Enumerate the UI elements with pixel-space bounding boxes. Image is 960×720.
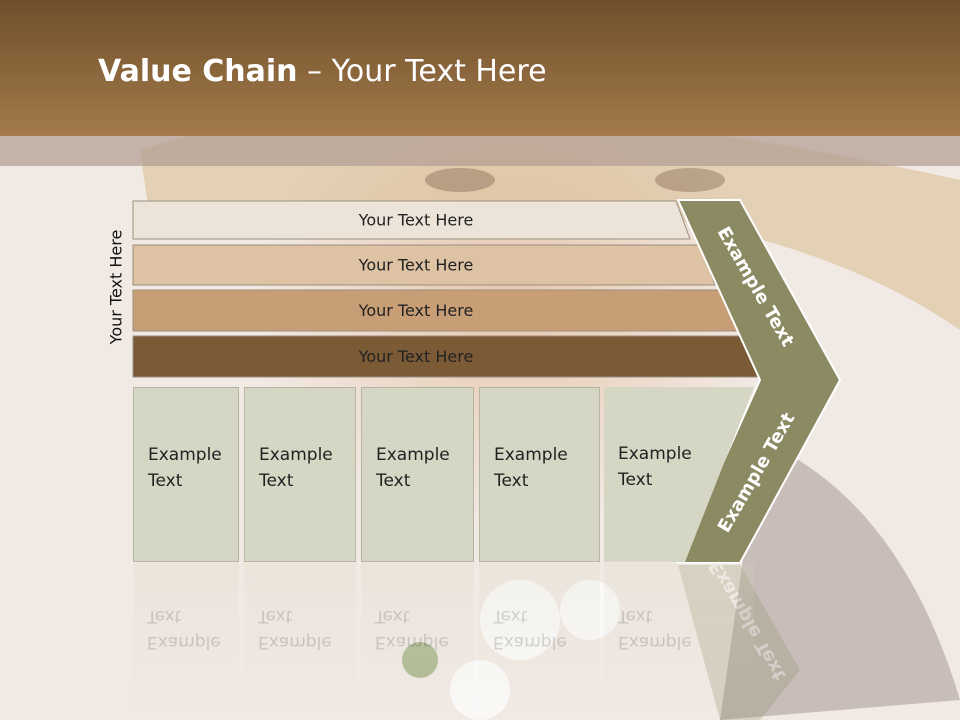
activity-box-reflection-4: Example Text — [479, 563, 600, 713]
activity-box-reflection-1: Example Text — [133, 563, 239, 713]
slide-title-bold: Value Chain — [98, 54, 298, 89]
reflection-line1: Example — [147, 632, 221, 652]
reflection-line2: Text — [618, 606, 653, 626]
reflection-line1: Example — [618, 632, 692, 652]
slide-title-rest: – Your Text Here — [297, 54, 547, 89]
activity-box-line1: Example — [376, 445, 450, 465]
reflection-line2: Text — [493, 606, 528, 626]
activity-box-line2: Text — [494, 471, 529, 491]
row-label-4: Your Text Here — [358, 347, 474, 366]
activity-box-line2: Text — [376, 471, 411, 491]
activity-box-line1: Example — [148, 445, 222, 465]
activity-box-line2: Text — [259, 471, 294, 491]
activity-box-line2: Text — [148, 471, 183, 491]
row-label-2: Your Text Here — [358, 256, 474, 275]
activity-box-line2: Text — [618, 470, 653, 490]
reflection-line2: Text — [147, 606, 182, 626]
row-label-3: Your Text Here — [358, 301, 474, 320]
reflection-line1: Example — [258, 632, 332, 652]
activity-box-line1: Example — [494, 445, 568, 465]
row-shape-2 — [132, 244, 716, 286]
reflection-line1: Example — [493, 632, 567, 652]
activity-box-line1: Example — [259, 445, 333, 465]
activity-box-reflection-3: Example Text — [361, 563, 474, 713]
activity-box-reflection-5: Example Text — [604, 563, 754, 713]
reflection-line1: Example — [375, 632, 449, 652]
reflection-line2: Text — [258, 606, 293, 626]
row-shape-1 — [132, 200, 691, 240]
row-label-1: Your Text Here — [358, 211, 474, 230]
title-bar — [0, 0, 960, 136]
activity-box-line1: Example — [618, 444, 692, 464]
slide-title: Value Chain – Your Text Here — [98, 54, 547, 89]
reflection-line2: Text — [375, 606, 410, 626]
activity-box-reflection-2: Example Text — [244, 563, 356, 713]
title-bar-strip — [0, 136, 960, 166]
